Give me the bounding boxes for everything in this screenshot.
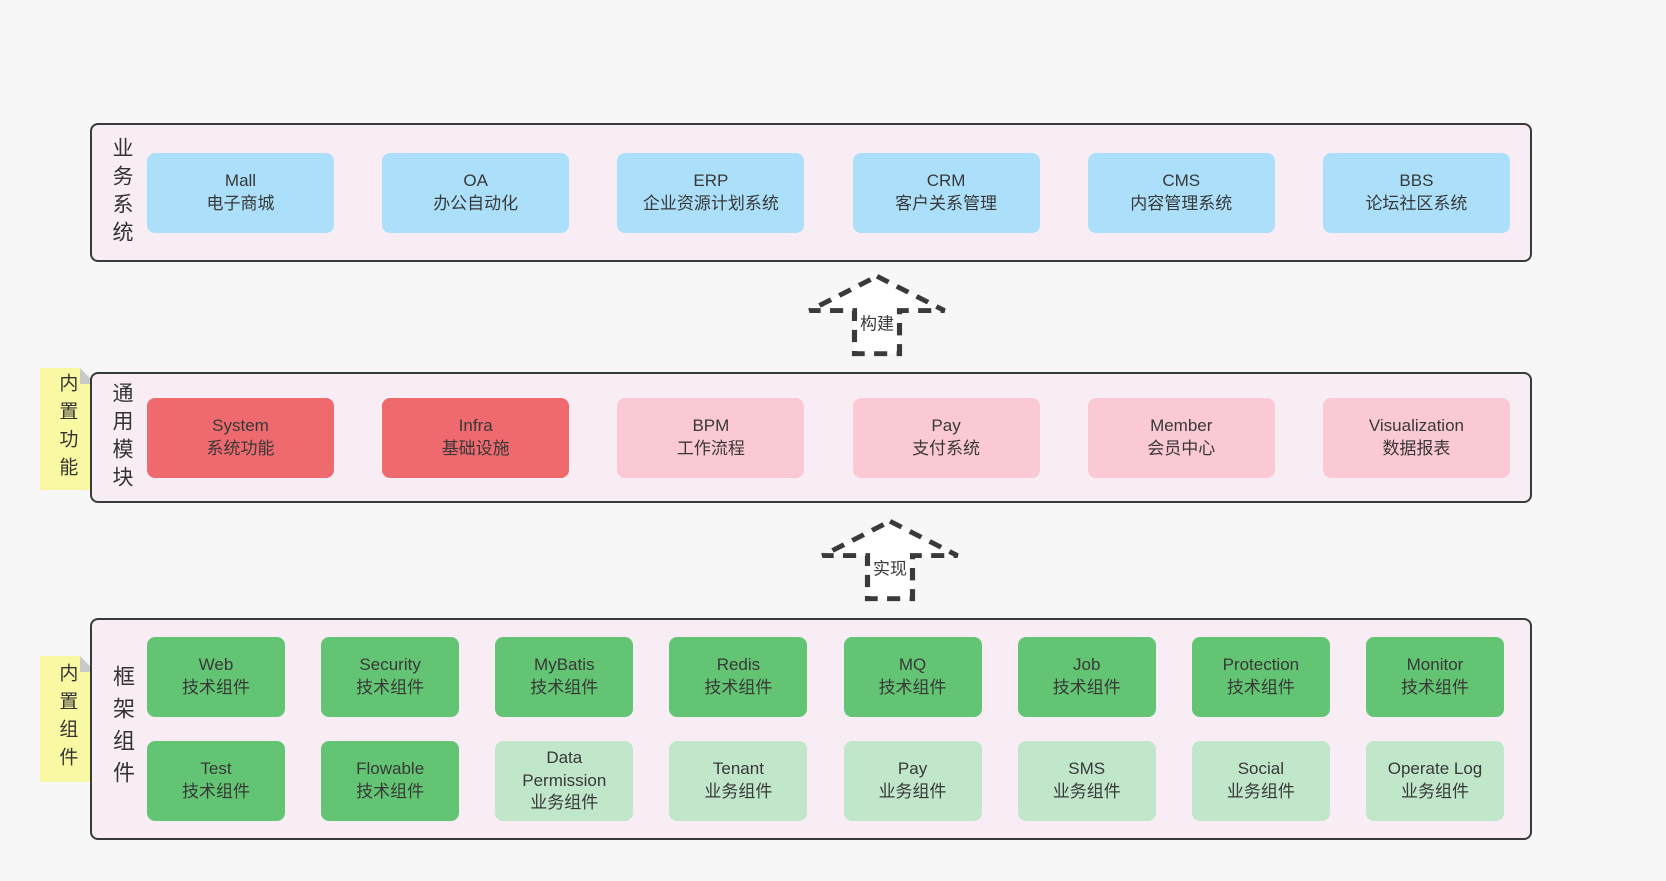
sticky-built-in-components: 内置组件	[40, 656, 96, 782]
box-mall: Mall 电子商城	[147, 152, 334, 233]
framework-row-1: Web 技术组件 Security 技术组件 MyBatis 技术组件 Redi…	[147, 637, 1504, 717]
box-mq: MQ 技术组件	[843, 637, 982, 717]
box-tenant: Tenant 业务组件	[669, 741, 808, 821]
common-modules-panel: 通用模块 System 系统功能 Infra 基础设施 BPM 工作流程 Pay…	[90, 372, 1532, 503]
box-sms: SMS 业务组件	[1017, 741, 1156, 821]
box-web: Web 技术组件	[147, 637, 285, 717]
box-social: Social 业务组件	[1191, 741, 1330, 821]
arrow-build: 构建	[802, 271, 952, 359]
box-monitor: Monitor 技术组件	[1365, 637, 1504, 717]
box-infra: Infra 基础设施	[382, 397, 570, 478]
box-protection: Protection 技术组件	[1191, 637, 1330, 717]
box-bpm: BPM 工作流程	[617, 397, 805, 478]
panel-label-business: 业务系统	[110, 136, 133, 249]
box-cms: CMS 内容管理系统	[1087, 152, 1275, 233]
box-crm: CRM 客户关系管理	[852, 152, 1040, 233]
sticky-built-in-components-label: 内置组件	[56, 663, 78, 775]
box-system: System 系统功能	[147, 397, 334, 478]
modules-boxes-row: System 系统功能 Infra 基础设施 BPM 工作流程 Pay 支付系统…	[147, 374, 1510, 501]
box-bbs: BBS 论坛社区系统	[1322, 152, 1510, 233]
box-operate-log: Operate Log 业务组件	[1365, 741, 1504, 821]
box-security: Security 技术组件	[321, 637, 460, 717]
box-erp: ERP 企业资源计划系统	[617, 152, 805, 233]
business-boxes-row: Mall 电子商城 OA 办公自动化 ERP 企业资源计划系统 CRM 客户关系…	[147, 125, 1510, 260]
box-redis: Redis 技术组件	[669, 637, 808, 717]
box-flowable: Flowable 技术组件	[321, 741, 460, 821]
framework-components-panel: 框架组件 Web 技术组件 Security 技术组件 MyBatis 技术组件…	[90, 618, 1532, 840]
box-job: Job 技术组件	[1017, 637, 1156, 717]
framework-boxes-grid: Web 技术组件 Security 技术组件 MyBatis 技术组件 Redi…	[147, 620, 1504, 838]
arrow-build-label: 构建	[858, 308, 896, 336]
box-member: Member 会员中心	[1087, 397, 1275, 478]
box-pay-component: Pay 业务组件	[843, 741, 982, 821]
sticky-built-in-features: 内置功能	[40, 368, 96, 490]
panel-label-framework: 框架组件	[110, 665, 135, 793]
box-data-permission: Data Permission 业务组件	[495, 741, 634, 821]
arrow-implement-label: 实现	[871, 553, 909, 581]
box-mybatis: MyBatis 技术组件	[495, 637, 634, 717]
framework-row-2: Test 技术组件 Flowable 技术组件 Data Permission …	[147, 741, 1504, 821]
panel-label-modules: 通用模块	[110, 381, 133, 494]
box-visualization: Visualization 数据报表	[1322, 397, 1510, 478]
box-pay-module: Pay 支付系统	[852, 397, 1040, 478]
box-oa: OA 办公自动化	[382, 152, 570, 233]
arrow-implement: 实现	[815, 516, 965, 604]
sticky-built-in-features-label: 内置功能	[56, 373, 78, 485]
box-test: Test 技术组件	[147, 741, 285, 821]
business-systems-panel: 业务系统 Mall 电子商城 OA 办公自动化 ERP 企业资源计划系统 CRM…	[90, 123, 1532, 262]
